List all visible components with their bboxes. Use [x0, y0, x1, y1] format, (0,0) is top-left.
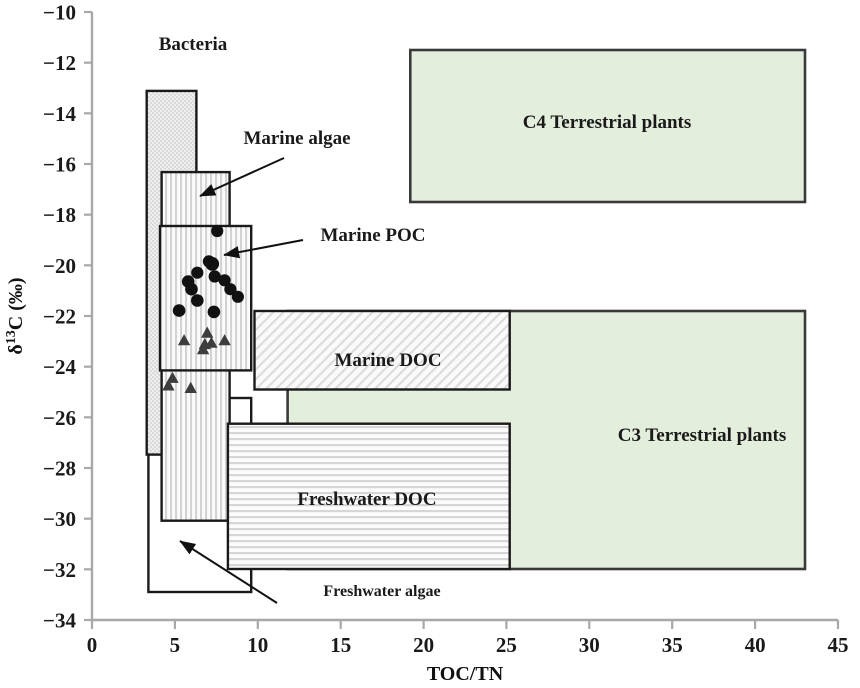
y-tick-label: −30 [43, 507, 76, 531]
y-axis: −10 −12 −14 −16 −18 −20 −22 −24 −26 −28 … [4, 1, 94, 633]
x-axis-ticks [90, 620, 840, 629]
data-point-circle [224, 283, 237, 296]
y-axis-ticks [84, 10, 92, 622]
field-box-freshwater-doc: Freshwater DOC [226, 422, 511, 571]
x-tick-label: 35 [662, 633, 683, 657]
y-tick-label: −10 [43, 1, 76, 25]
marine-doc-box-rect [253, 309, 511, 391]
x-tick-label: 10 [247, 633, 268, 657]
data-point-circle [185, 282, 198, 296]
data-point-triangle [177, 334, 191, 346]
data-point-circle [231, 290, 244, 303]
freshwater-doc-label: Freshwater DOC [297, 489, 436, 510]
y-tick-label: −26 [43, 406, 76, 430]
annotation-freshwater-algae: Freshwater algae [179, 540, 441, 604]
data-point-circle [208, 270, 221, 283]
y-tick-label: −20 [43, 254, 76, 278]
y-axis-title-rest: C (‰) [5, 277, 27, 330]
field-box-c4-terrestrial-plants: C4 Terrestrial plants [408, 48, 807, 204]
x-tick-label: 0 [87, 633, 98, 657]
y-axis-title-sup: 13 [4, 330, 19, 344]
annotation-marine-poc: Marine POC [223, 225, 426, 259]
x-tick-label: 40 [745, 633, 766, 657]
x-tick-label: 25 [496, 633, 517, 657]
data-point-triangle [201, 326, 214, 338]
y-tick-label: −24 [43, 355, 76, 379]
y-axis-title-delta: δ [5, 344, 27, 354]
field-box-marine-doc: Marine DOC [253, 309, 511, 391]
svg-text:δ13C (‰): δ13C (‰) [4, 277, 27, 354]
data-point-circle [172, 304, 186, 317]
marine-poc-arrow [223, 239, 304, 259]
y-axis-title: δ13C (‰) [4, 277, 27, 354]
data-point-circle [191, 266, 204, 279]
data-point-triangle [196, 343, 210, 355]
x-axis-title: TOC/TN [427, 663, 504, 685]
annotation-marine-algae: Marine algae [199, 128, 351, 197]
x-tick-label: 15 [330, 633, 351, 657]
marine-poc-label: Marine POC [320, 225, 425, 246]
x-tick-label: 20 [413, 633, 434, 657]
y-tick-label: −32 [43, 558, 76, 582]
marine-algae-arrow [199, 157, 285, 197]
data-point-triangle [162, 379, 175, 391]
c3-box-label: C3 Terrestrial plants [618, 425, 787, 446]
x-axis: 0 5 10 15 20 25 30 35 40 45 TOC/TN [87, 618, 849, 685]
x-tick-label: 30 [579, 633, 600, 657]
data-point-circle [205, 257, 220, 271]
data-point-circle [218, 274, 231, 287]
bacteria-label: Bacteria [159, 34, 228, 55]
data-point-triangle [205, 336, 218, 348]
marine-algae-label: Marine algae [243, 128, 350, 149]
c4-box-label: C4 Terrestrial plants [523, 112, 692, 133]
freshwater-algae-label: Freshwater algae [323, 583, 440, 600]
y-tick-label: −34 [43, 609, 76, 633]
freshwater-doc-box-rect [226, 422, 511, 571]
data-point-triangle [166, 371, 179, 383]
y-tick-label: −12 [43, 51, 76, 75]
y-tick-label: −28 [43, 457, 76, 481]
series-doc-samples [162, 326, 231, 393]
y-tick-label: −16 [43, 153, 76, 177]
marine-doc-label: Marine DOC [334, 350, 441, 371]
data-point-circle [207, 305, 221, 319]
c4-box-rect [408, 48, 807, 204]
data-point-circle [191, 294, 204, 307]
x-axis-tick-labels: 0 5 10 15 20 25 30 35 40 45 [87, 633, 849, 657]
x-tick-label: 5 [170, 633, 181, 657]
data-point-circle [211, 224, 224, 238]
y-tick-label: −22 [43, 305, 76, 329]
y-axis-tick-labels: −10 −12 −14 −16 −18 −20 −22 −24 −26 −28 … [43, 1, 76, 633]
freshwater-algae-arrow [179, 540, 278, 604]
series-poc-samples [172, 224, 244, 319]
y-tick-label: −18 [43, 203, 76, 227]
data-point-triangle [218, 334, 231, 346]
data-point-triangle [184, 381, 197, 393]
y-tick-label: −14 [43, 102, 76, 126]
x-tick-label: 45 [828, 633, 849, 657]
